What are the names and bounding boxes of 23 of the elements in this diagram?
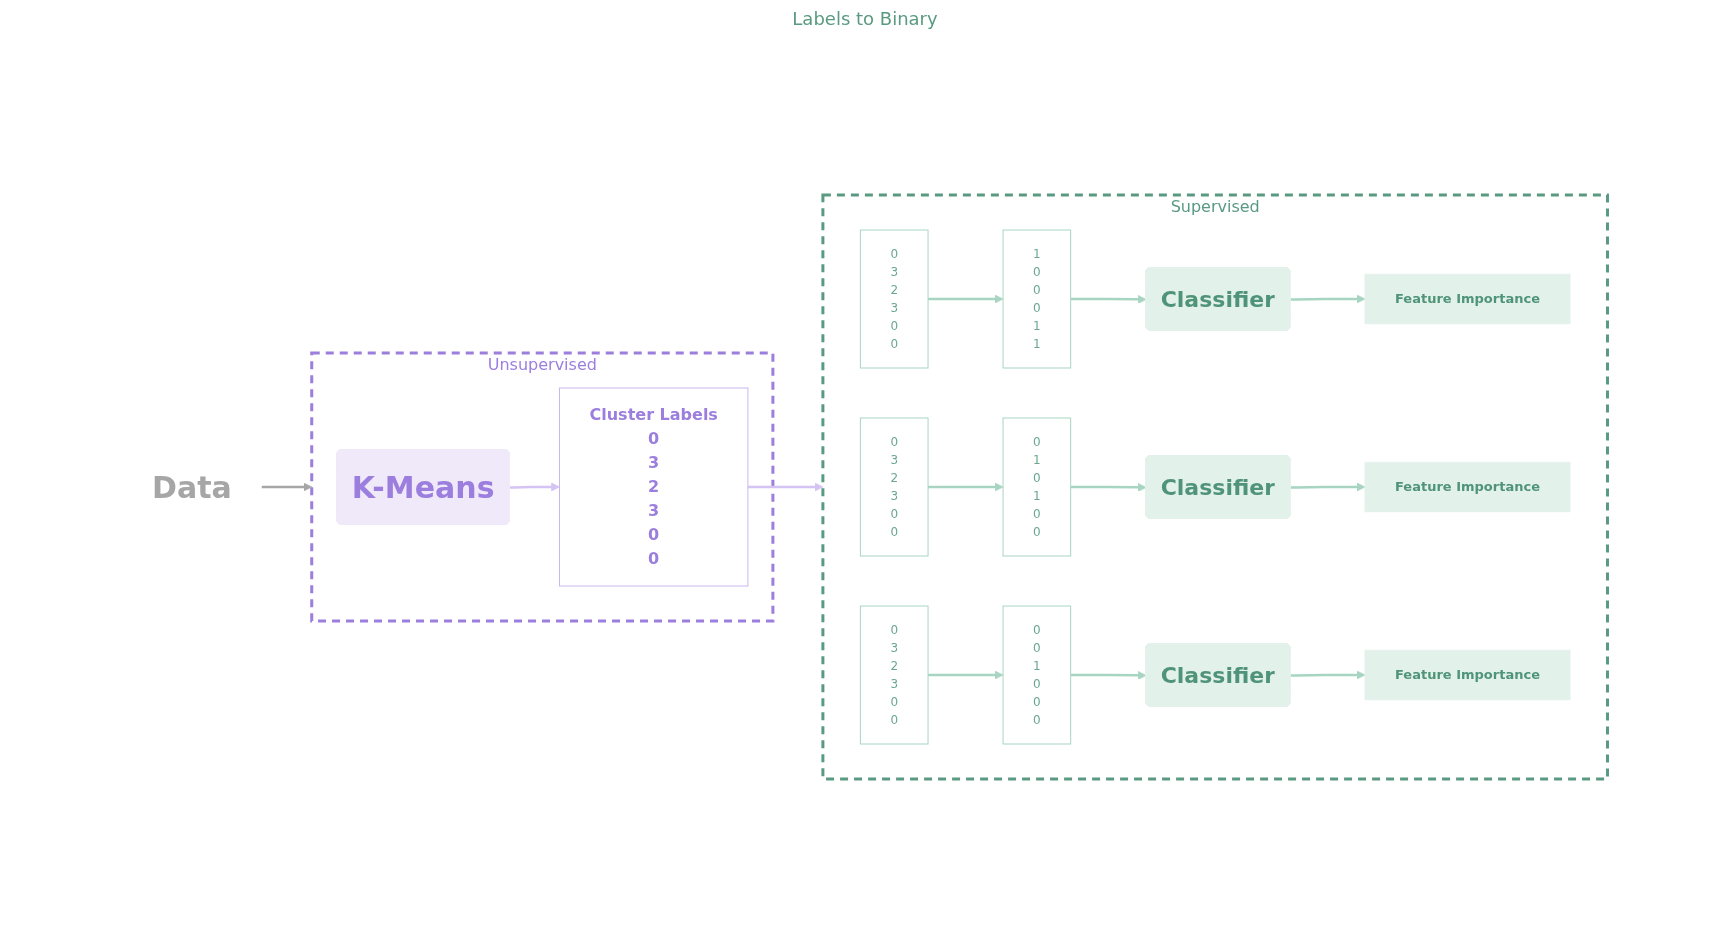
node-box: Feature Importance [1364, 273, 1571, 325]
node-box: 0 1 0 1 0 0 [1002, 417, 1072, 557]
node-box: 0 3 2 3 0 0 [860, 229, 929, 369]
arrow [1290, 482, 1366, 492]
node-box: 0 0 1 0 0 0 [1002, 605, 1072, 745]
node-box: 0 3 2 3 0 0 [860, 417, 929, 557]
arrow [928, 294, 1004, 304]
arrow [262, 482, 313, 492]
arrow [1290, 670, 1366, 680]
arrow [1070, 671, 1147, 680]
arrow [1070, 295, 1147, 304]
node-box: Cluster Labels 0 3 2 3 0 0 [559, 387, 749, 587]
arrow [928, 482, 1004, 492]
arrow [928, 670, 1004, 680]
note-text: Labels to Binary [792, 8, 938, 29]
node-box: 1 0 0 0 1 1 [1002, 229, 1072, 369]
node-text: Data [152, 469, 232, 505]
node-box: Feature Importance [1364, 461, 1571, 513]
node-box: 0 3 2 3 0 0 [860, 605, 929, 745]
arrow [748, 482, 824, 492]
node-box: Feature Importance [1364, 649, 1571, 701]
arrow [1070, 483, 1147, 492]
arrow [1290, 294, 1366, 304]
